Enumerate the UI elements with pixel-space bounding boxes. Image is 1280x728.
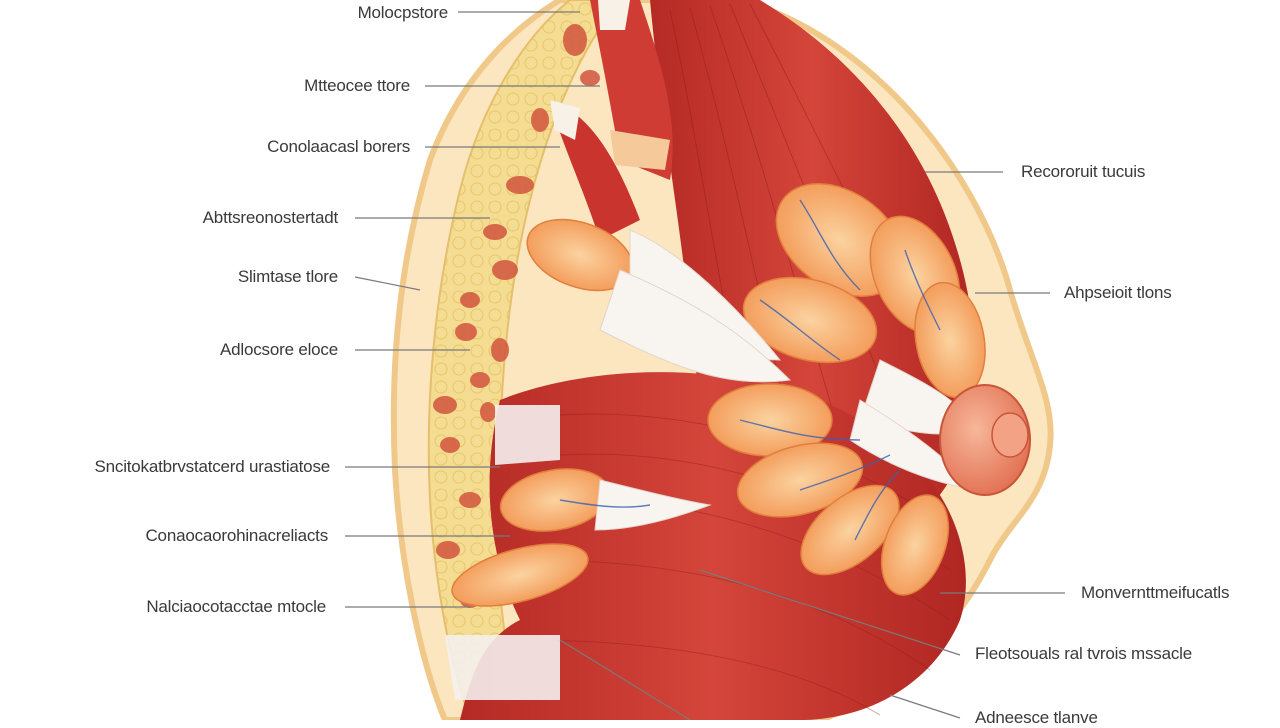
- label-right-1: Recororuit tucuis: [1021, 162, 1146, 181]
- fat-lobules: [433, 24, 600, 608]
- lactiferous-ducts: [594, 229, 981, 531]
- leader-lines-left: [345, 11, 600, 608]
- label-left-1: Molocpstore: [357, 3, 449, 22]
- mammary-lobes: [451, 183, 986, 607]
- fat-layer: [427, 0, 622, 720]
- label-right-4: Fleotsouals ral tvrois mssacle: [975, 644, 1192, 663]
- label-left-9: Nalciaocotacctae mtocle: [146, 597, 326, 616]
- upper-tendons: [550, 0, 673, 240]
- label-left-8: Conaocaorohinacreliacts: [145, 526, 328, 545]
- label-left-2: Mtteocee ttore: [304, 76, 410, 95]
- label-right-2: Ahpseioit tlons: [1064, 283, 1172, 302]
- nipple: [939, 384, 1031, 496]
- label-left-3: Conolaacasl borers: [267, 137, 410, 156]
- label-right-5: Adneesce tlanve: [975, 708, 1098, 727]
- label-left-6: Adlocsore eloce: [220, 340, 338, 359]
- label-left-7: Sncitokatbrvstatcerd urastiatose: [94, 457, 331, 476]
- blood-vessels: [559, 199, 941, 541]
- leader-lines-right: [559, 171, 1065, 720]
- label-left-5: Slimtase tlore: [237, 267, 338, 286]
- label-left-4: Abttsreonostertadt: [202, 208, 339, 227]
- label-right-3: Monvernttmeifucatls: [1081, 583, 1230, 602]
